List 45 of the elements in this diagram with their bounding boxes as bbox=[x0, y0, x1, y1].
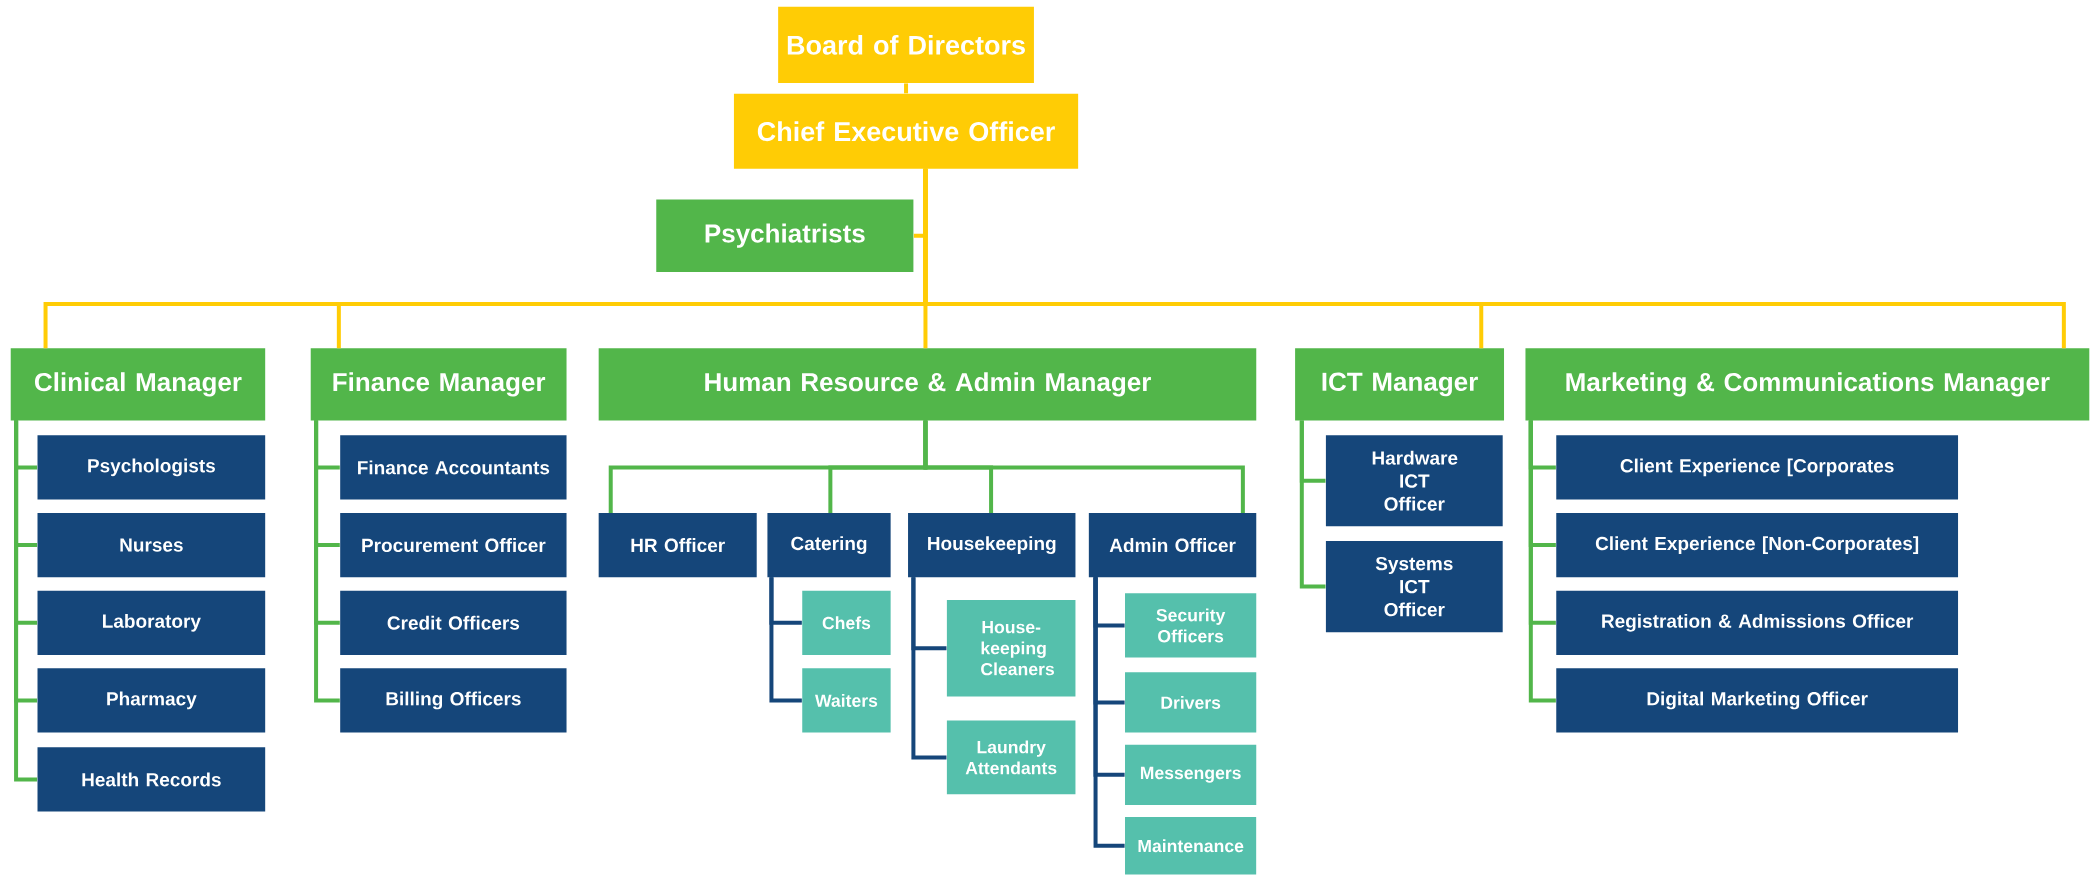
connector-line bbox=[923, 168, 2066, 349]
role-box: Registration & Admissions Officer bbox=[1556, 590, 1959, 655]
role-box: HR Officer bbox=[598, 512, 757, 578]
role-box: Billing Officers bbox=[340, 668, 567, 733]
connector-line bbox=[14, 420, 38, 782]
staff-box: House-keeping Cleaners bbox=[946, 600, 1076, 697]
role-box: Systems ICT Officer bbox=[1325, 541, 1503, 633]
staff-box: Messengers bbox=[1125, 744, 1257, 805]
connector-line bbox=[1093, 577, 1125, 848]
role-box: Health Records bbox=[37, 747, 266, 812]
role-box: Credit Officers bbox=[340, 590, 567, 655]
position-box: Chief Executive Officer bbox=[733, 93, 1079, 169]
role-box: Admin Officer bbox=[1088, 512, 1257, 578]
role-box: Housekeeping bbox=[908, 512, 1076, 578]
connector-line bbox=[1528, 420, 1556, 703]
manager-box: Clinical Manager bbox=[10, 348, 266, 421]
role-box: Nurses bbox=[37, 512, 266, 578]
role-box: Finance Accountants bbox=[340, 435, 567, 500]
manager-box: Human Resource & Admin Manager bbox=[598, 348, 1257, 421]
role-box: Laboratory bbox=[37, 590, 266, 655]
manager-box: Psychiatrists bbox=[656, 199, 914, 272]
connector-line bbox=[923, 420, 1245, 513]
manager-box: Marketing & Communications Manager bbox=[1525, 348, 2090, 421]
connector-line bbox=[911, 577, 947, 760]
staff-box: Drivers bbox=[1125, 672, 1257, 733]
role-box: Psychologists bbox=[37, 435, 266, 500]
role-box: Catering bbox=[767, 512, 891, 578]
role-box: Hardware ICT Officer bbox=[1325, 435, 1503, 527]
position-box: Board of Directors bbox=[778, 6, 1034, 84]
connector-line bbox=[1299, 420, 1326, 589]
connector-line bbox=[769, 577, 802, 703]
connector-line bbox=[904, 83, 909, 94]
connector-line bbox=[314, 420, 340, 703]
manager-box: ICT Manager bbox=[1295, 348, 1505, 421]
role-box: Pharmacy bbox=[37, 668, 266, 733]
staff-box: Waiters bbox=[802, 668, 891, 733]
staff-box: Maintenance bbox=[1125, 817, 1257, 875]
staff-box: Laundry Attendants bbox=[946, 720, 1076, 795]
role-box: Digital Marketing Officer bbox=[1556, 668, 1959, 733]
role-box: Client Experience [Corporates bbox=[1556, 435, 1959, 500]
role-box: Procurement Officer bbox=[340, 512, 567, 578]
manager-box: Finance Manager bbox=[310, 348, 567, 421]
role-box: Client Experience [Non-Corporates] bbox=[1556, 512, 1959, 578]
staff-box: Chefs bbox=[802, 590, 891, 655]
staff-box: Security Officers bbox=[1125, 593, 1257, 658]
